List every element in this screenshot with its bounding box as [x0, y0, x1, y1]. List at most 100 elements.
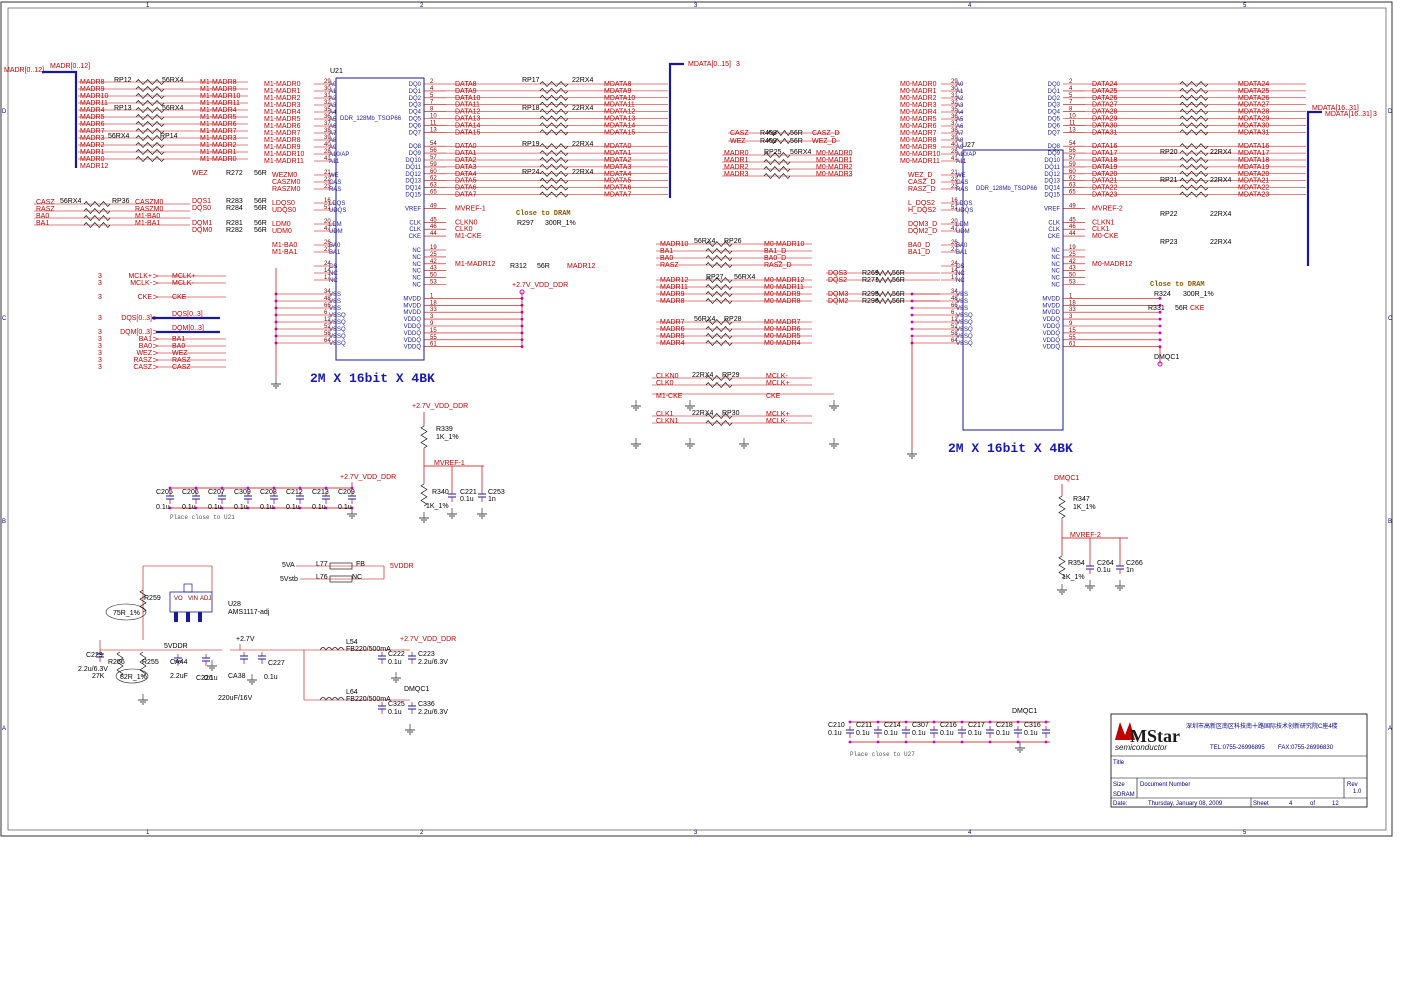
rp14-value: 56RX4	[108, 133, 130, 140]
u27-lpin-num: 14	[951, 268, 958, 274]
u21-rpin-name: CLK	[409, 227, 421, 233]
u21-right-net: DATA7	[455, 192, 477, 199]
dqm-bus-net: DQM[0..3]	[172, 325, 204, 332]
vref2-r354-val: 1K_1%	[1062, 574, 1085, 581]
rp25-resistor	[763, 151, 791, 159]
u27-lpin-num: 37	[951, 121, 958, 127]
u21-right-ctrl: MVREF-1	[455, 205, 486, 212]
u27-lpin-num: 21	[951, 170, 958, 176]
border-col-bottom-4: 1	[146, 830, 150, 836]
tb-size-label: Size	[1113, 782, 1125, 788]
mid-g3-resistor	[705, 318, 733, 326]
c226-value: 0.1u	[204, 675, 218, 682]
mid-clk0: CLK0	[656, 380, 674, 387]
mid-g3-right: M0-MADR4	[764, 340, 801, 347]
u27-dmqc1: DMQC1	[1154, 354, 1179, 361]
r408-ref: R408	[760, 130, 777, 137]
pw-l77-body	[329, 562, 353, 570]
u27-rpin-name: MVDD	[1042, 310, 1060, 316]
decap2-dot	[960, 720, 964, 724]
rp25-resistor	[763, 158, 791, 166]
port-name: BA1	[139, 336, 152, 343]
u21-lpin-name: A11	[329, 159, 340, 165]
mdata16-port: MDATA[16..31]	[1325, 111, 1372, 118]
u21-right-ctrl: CLKN0	[455, 219, 478, 226]
u21-rpin-num: 55	[430, 335, 437, 341]
madr-src-net: M1-MADR9	[200, 86, 237, 93]
mid-m0-2: M0-MADR2	[816, 164, 853, 171]
u27-rpin-num: 33	[1069, 307, 1076, 313]
u27-lpin-name: A0	[956, 82, 964, 88]
border-col-bottom-3: 2	[420, 830, 424, 836]
vref1-c221-ref: C221	[460, 489, 477, 496]
u27-mdata-net: MDATA24	[1238, 81, 1269, 88]
dqs-dqm-bus: DQS[0..3] DQM[0..3]	[152, 311, 220, 334]
c336-ref: C336	[418, 701, 435, 708]
decap2-val: 0.1u	[884, 730, 898, 737]
u21-rpin-name: NC	[412, 283, 421, 289]
port-name: BA0	[139, 343, 152, 350]
u27-rpin-num: 4	[1069, 86, 1073, 92]
madr-net: MADR8	[80, 79, 105, 86]
l54-value: FB220/500mA	[346, 646, 391, 653]
u27-lpin-num: 66	[951, 303, 958, 309]
u21-rpin-num: 42	[430, 259, 437, 265]
port-name: DQM[0..3]	[120, 329, 152, 336]
port-name: DQS[0..3]	[121, 315, 152, 322]
decap2-dot	[932, 740, 936, 744]
rp19-ref: RP19	[522, 141, 540, 148]
u21-close-note: Close to DRAM	[516, 210, 571, 218]
mid-clk-resistor	[705, 419, 733, 427]
mstar-logo-icon	[1115, 722, 1135, 740]
u27-lpin-name: CAS	[956, 180, 968, 186]
u27-mdata-net: MDATA19	[1238, 164, 1269, 171]
vref2-rtop	[1058, 495, 1066, 519]
u21-control: CASZ RASZ BA0 BA1 CASZM0 RASZM0 M1-BA0 M…	[36, 170, 596, 289]
rp27-value: 56RX4	[734, 274, 756, 281]
r296-value: 56R	[892, 298, 905, 305]
rp25-ref: RP25	[764, 149, 782, 156]
u21-right-ctrl: CLK0	[455, 226, 473, 233]
u21-data-resistor	[539, 129, 569, 136]
pw-vdd: +2.7V_VDD_DDR	[400, 636, 456, 643]
port-sheet: 3	[98, 343, 102, 350]
decap2-val: 0.1u	[856, 730, 870, 737]
u21-rpin-name: DQ8	[409, 144, 422, 150]
u27-rpin-num: 49	[1069, 203, 1076, 209]
mid-clk1: CLK1	[656, 411, 674, 418]
madr-resistor	[135, 148, 165, 156]
u21-rpin-name: DQ14	[405, 186, 421, 192]
u27-mdata-net: MDATA20	[1238, 171, 1269, 178]
u27-left-net: M0-MADR1	[900, 88, 937, 95]
u21-lpin-num: 66	[324, 303, 331, 309]
r256-value: 27K	[92, 673, 105, 680]
decap1-ref: C208	[260, 489, 277, 496]
rp13-ref: RP13	[114, 105, 132, 112]
decap1-vdd: +2.7V_VDD_DDR	[340, 474, 396, 481]
mid-clk-resistor	[705, 381, 733, 389]
u21-rpin-name: DQ5	[409, 117, 422, 123]
u27-rpin-name: CLK	[1048, 227, 1060, 233]
madr12-net: MADR12	[567, 263, 596, 270]
madr-src-net: M1-MADR3	[200, 135, 237, 142]
u27-data-resistor	[1179, 150, 1209, 157]
u28-ref: U28	[228, 601, 241, 608]
u21-lpin-name: BA0	[329, 243, 341, 249]
port-net: MCLK-	[172, 280, 194, 287]
u21-lpin-name: A0	[329, 82, 337, 88]
u27-rpin-name: DQ3	[1048, 103, 1061, 109]
rp25-resistor	[763, 165, 791, 173]
u21-lpin-num: 58	[324, 331, 331, 337]
tb-logo-sub: semiconductor	[1115, 743, 1167, 752]
u27-right-net: DATA26	[1092, 95, 1118, 102]
u27-ctrl-net: L_DQS2	[908, 200, 935, 207]
u21-mdata-net: MDATA7	[604, 192, 631, 199]
pw-v27: +2.7V	[236, 636, 255, 643]
c226-ref: C226	[196, 675, 213, 682]
u27-rpin-name: DQ12	[1044, 172, 1060, 178]
port-name: MCLK+	[128, 273, 152, 280]
pw-r255	[139, 651, 147, 677]
decap1-ref: C207	[208, 489, 225, 496]
